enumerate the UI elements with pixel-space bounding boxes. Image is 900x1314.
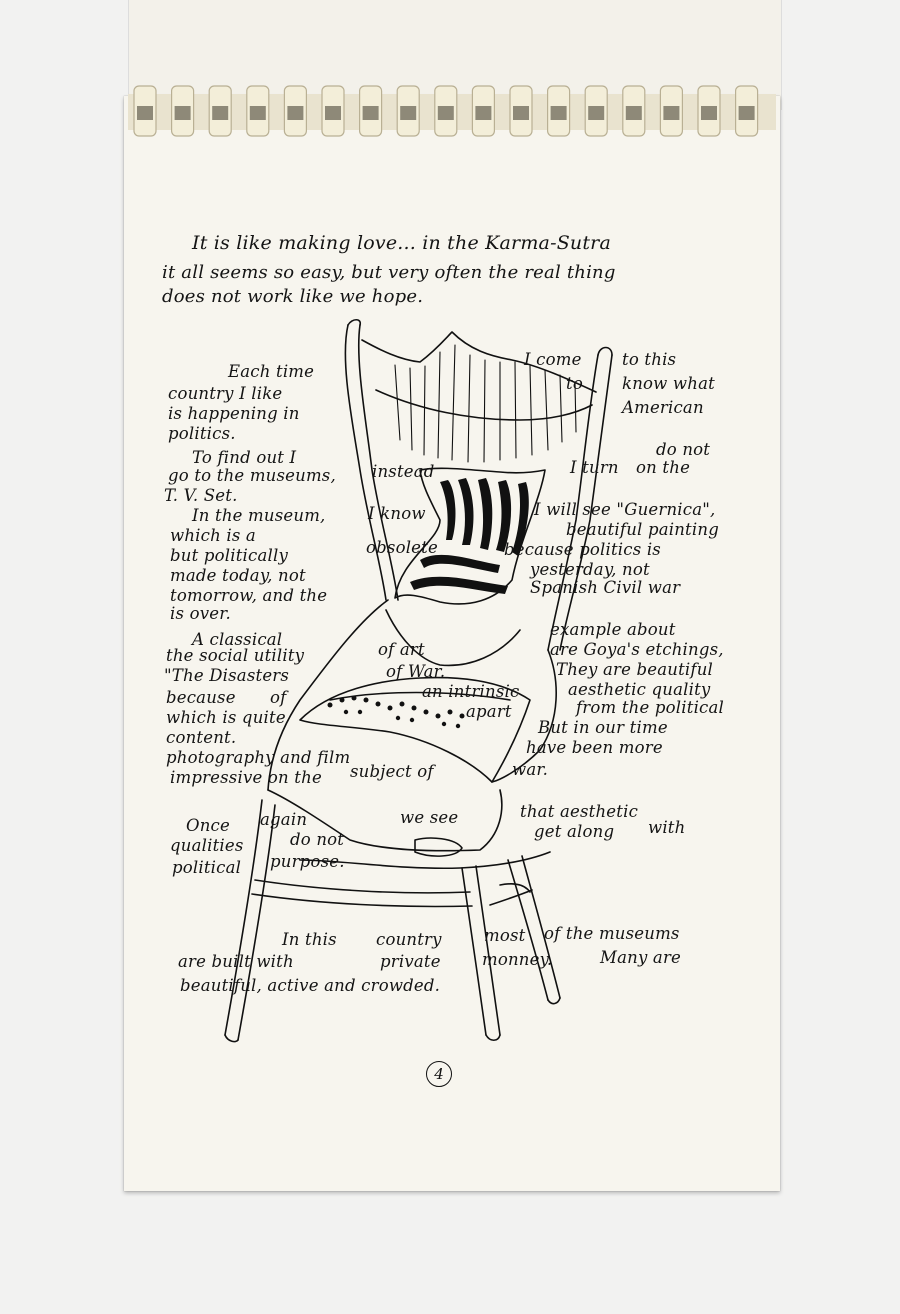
text-line: we see <box>400 808 459 827</box>
text-line: beautiful painting <box>566 520 719 539</box>
text-line: subject of <box>350 762 434 781</box>
binding-hole <box>174 106 191 120</box>
text-line: but politically <box>170 546 288 565</box>
text-line: which is quite <box>166 708 286 727</box>
binding-hole <box>475 106 492 120</box>
binding-hole <box>625 106 642 120</box>
binding-hole <box>137 106 153 120</box>
text-line: do not <box>290 830 345 849</box>
text-line: American <box>622 398 704 417</box>
binding-hole <box>701 106 717 120</box>
text-line: content. <box>166 728 237 747</box>
binding-hole <box>437 106 454 120</box>
text-line: private <box>380 952 441 971</box>
binding-hole <box>513 106 529 120</box>
text-line: war. <box>512 760 549 779</box>
text-line: an intrinsic <box>422 682 520 701</box>
text-line: because politics is <box>504 540 661 559</box>
text-line: aesthetic quality <box>568 680 711 699</box>
text-line: most <box>484 926 526 945</box>
text-line: I will see "Guernica", <box>534 500 716 519</box>
text-line: get along <box>534 822 615 841</box>
text-line: I come <box>524 350 582 369</box>
text-line: country <box>376 930 442 949</box>
text-line: A classical <box>192 630 283 649</box>
text-line: of art <box>378 640 425 659</box>
text-line: political <box>172 858 242 877</box>
text-line: yesterday, not <box>530 560 650 579</box>
page-number: 4 <box>426 1061 452 1087</box>
text-line: Each time <box>228 362 315 381</box>
text-line: tomorrow, and the <box>170 586 328 605</box>
text-line: country I like <box>168 384 283 403</box>
text-line: does not work like we hope. <box>162 286 424 307</box>
text-line: photography and film <box>166 748 351 767</box>
text-line: In this <box>282 930 337 949</box>
text-line: To find out I <box>192 448 297 467</box>
binding-hole <box>287 106 304 120</box>
binding-hole <box>588 106 605 120</box>
text-line: But in our time <box>538 718 668 737</box>
text-line: because <box>166 688 236 707</box>
binding-hole <box>362 106 379 120</box>
text-line: that aesthetic <box>520 802 639 821</box>
text-line: politics. <box>168 424 236 443</box>
text-line: know what <box>622 374 715 393</box>
text-line: "The Disasters <box>164 666 290 685</box>
text-line: beautiful, active and crowded. <box>180 976 441 995</box>
text-line: T. V. Set. <box>164 486 238 505</box>
text-line: which is a <box>170 526 256 545</box>
text-line: obsolete <box>366 538 438 557</box>
text-line: made today, not <box>170 566 306 585</box>
text-line: the social utility <box>166 646 305 665</box>
binding-hole <box>249 106 266 120</box>
text-line: do not <box>656 440 711 459</box>
binding-hole <box>325 106 341 120</box>
text-line: Spanish Civil war <box>530 578 681 597</box>
text-line: of <box>270 688 287 707</box>
text-line: Many are <box>600 948 682 967</box>
text-line: qualities <box>170 836 244 855</box>
text-line: go to the museums, <box>168 466 336 485</box>
binding-hole <box>663 106 680 120</box>
text-line: of War. <box>386 662 446 681</box>
text-line: It is like making love... in the Karma-S… <box>192 232 611 254</box>
text-line: In the museum, <box>192 506 326 525</box>
text-line: I turn <box>570 458 619 477</box>
text-line: Once <box>186 816 230 835</box>
text-line: on the <box>636 458 691 477</box>
text-line: it all seems so easy, but very often the… <box>162 262 616 283</box>
text-line: impressive on the <box>170 768 322 787</box>
text-line: apart <box>466 702 512 721</box>
text-line: purpose. <box>270 852 345 871</box>
text-line: is over. <box>170 604 231 623</box>
text-line: I know <box>368 504 426 523</box>
spiral-binding <box>128 85 776 137</box>
text-line: example about <box>550 620 676 639</box>
text-line: from the political <box>576 698 724 717</box>
text-line: instead <box>372 462 435 481</box>
text-line: monney. <box>482 950 553 969</box>
text-line: are Goya's etchings, <box>550 640 724 659</box>
text-line: They are beautiful <box>556 660 714 679</box>
text-line: with <box>648 818 686 837</box>
text-line: have been more <box>526 738 663 757</box>
binding-hole <box>212 106 229 120</box>
text-line: is happening in <box>168 404 300 423</box>
binding-hole <box>738 106 755 120</box>
text-line: to this <box>622 350 677 369</box>
text-line: to <box>566 374 583 393</box>
binding-hole <box>400 106 417 120</box>
text-line: of the museums <box>544 924 680 943</box>
binding-hole <box>550 106 567 120</box>
text-line: again <box>260 810 308 829</box>
text-line: are built with <box>178 952 294 971</box>
